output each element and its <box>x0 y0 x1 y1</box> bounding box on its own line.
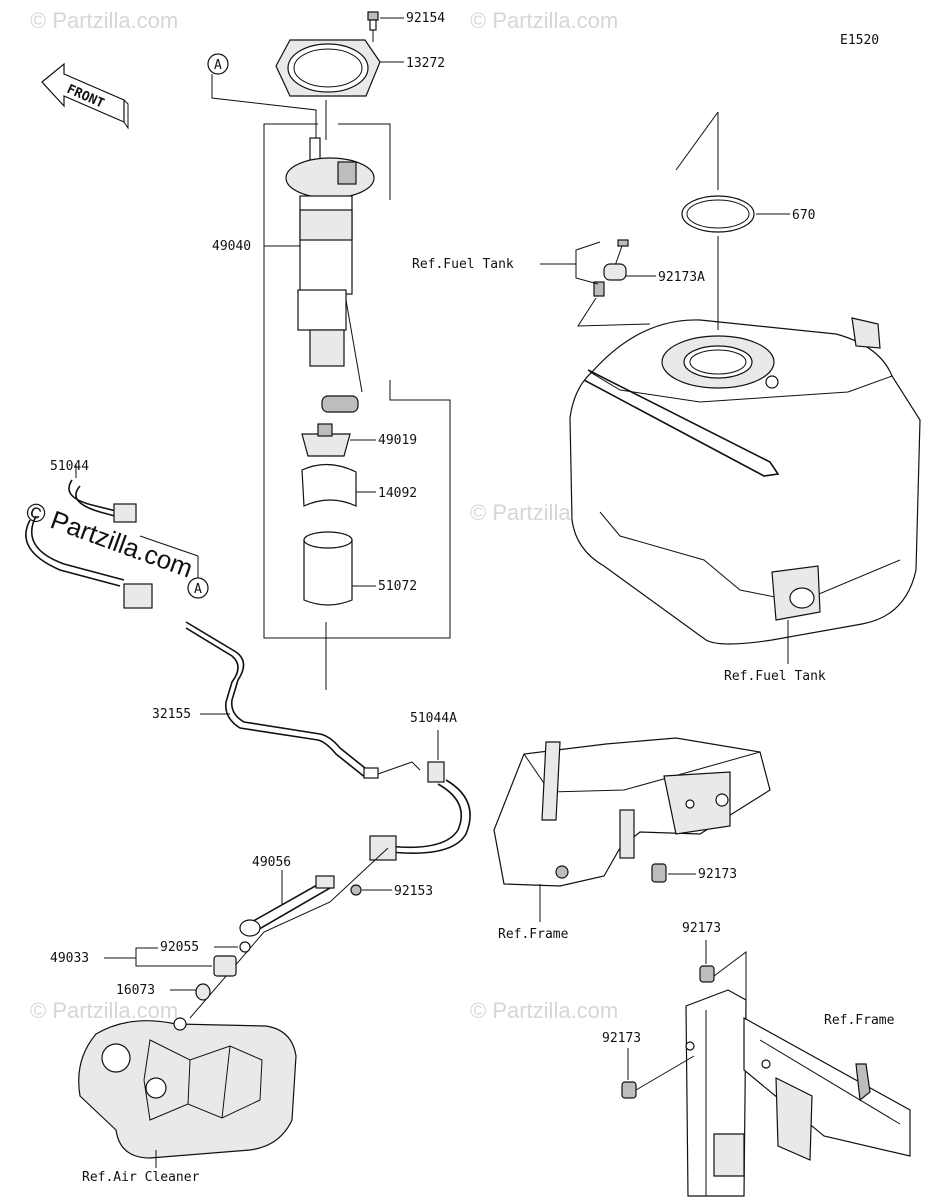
gasket-13272 <box>275 39 404 97</box>
ref-frame-right: Ref.Frame <box>824 1013 895 1028</box>
callout-a-top: A <box>214 58 222 73</box>
clip-92173-lower <box>621 1048 695 1099</box>
holder-14092 <box>301 463 376 507</box>
callout-a-circle <box>207 53 229 75</box>
clamp-92173a <box>540 239 656 327</box>
ref-fuel-tank-bottom: Ref.Fuel Tank <box>724 669 826 684</box>
label-92153: 92153 <box>394 884 433 899</box>
ref-air-cleaner: Ref.Air Cleaner <box>82 1170 200 1185</box>
diagram-code: E1520 <box>840 33 879 48</box>
label-14092: 14092 <box>378 486 417 501</box>
ref-fuel-tank-top: Ref.Fuel Tank <box>412 257 514 272</box>
pump-kit-bracket-top <box>338 123 391 200</box>
label-49019: 49019 <box>378 433 417 448</box>
pump-kit-bracket <box>263 123 451 639</box>
label-670: 670 <box>792 208 815 223</box>
hose-51044 <box>25 464 153 609</box>
label-92154: 92154 <box>406 11 445 26</box>
air-cleaner-assembly <box>78 1017 297 1168</box>
callout-a-circle <box>187 577 209 599</box>
label-92173-lower: 92173 <box>602 1031 641 1046</box>
ref-frame-left: Ref.Frame <box>498 927 569 942</box>
pipe-32155 <box>185 621 379 779</box>
filter-49019 <box>301 423 376 457</box>
label-92173-middle: 92173 <box>682 921 721 936</box>
label-13272: 13272 <box>406 56 445 71</box>
bolt-92154 <box>367 11 404 42</box>
fuel-tank <box>569 317 921 664</box>
o-ring-670 <box>675 111 790 330</box>
label-92055: 92055 <box>160 940 199 955</box>
frame-section-lower <box>685 989 911 1197</box>
watermark-text: © Partzilla.com <box>30 8 178 33</box>
label-92173a: 92173A <box>658 270 705 285</box>
cover-51072 <box>303 531 376 606</box>
clip-92173-upper <box>651 863 696 883</box>
label-49033: 49033 <box>50 951 89 966</box>
label-49056: 49056 <box>252 855 291 870</box>
label-32155: 32155 <box>152 707 191 722</box>
label-49040: 49040 <box>212 239 251 254</box>
watermark-text: © Partzilla.com <box>30 998 178 1023</box>
seal-16073 <box>170 983 211 1001</box>
label-51044a: 51044A <box>410 711 457 726</box>
frame-section-middle <box>493 737 771 922</box>
injector-49033 <box>104 947 237 977</box>
front-arrow-icon: FRONT <box>41 62 129 130</box>
hose-51044a <box>369 730 471 861</box>
delivery-pipe-49056 <box>239 870 335 937</box>
clip-92173-middle <box>699 940 747 1020</box>
label-51044: 51044 <box>50 459 89 474</box>
label-92173-upper: 92173 <box>698 867 737 882</box>
watermark-text: © Partzilla.com <box>470 998 618 1023</box>
fuel-pump-49040 <box>264 137 375 413</box>
label-51072: 51072 <box>378 579 417 594</box>
bolt-92153 <box>350 884 392 896</box>
callout-a-left: A <box>194 582 202 597</box>
watermark-text: © Partzilla.com <box>470 8 618 33</box>
label-16073: 16073 <box>116 983 155 998</box>
o-ring-92055 <box>214 941 251 953</box>
